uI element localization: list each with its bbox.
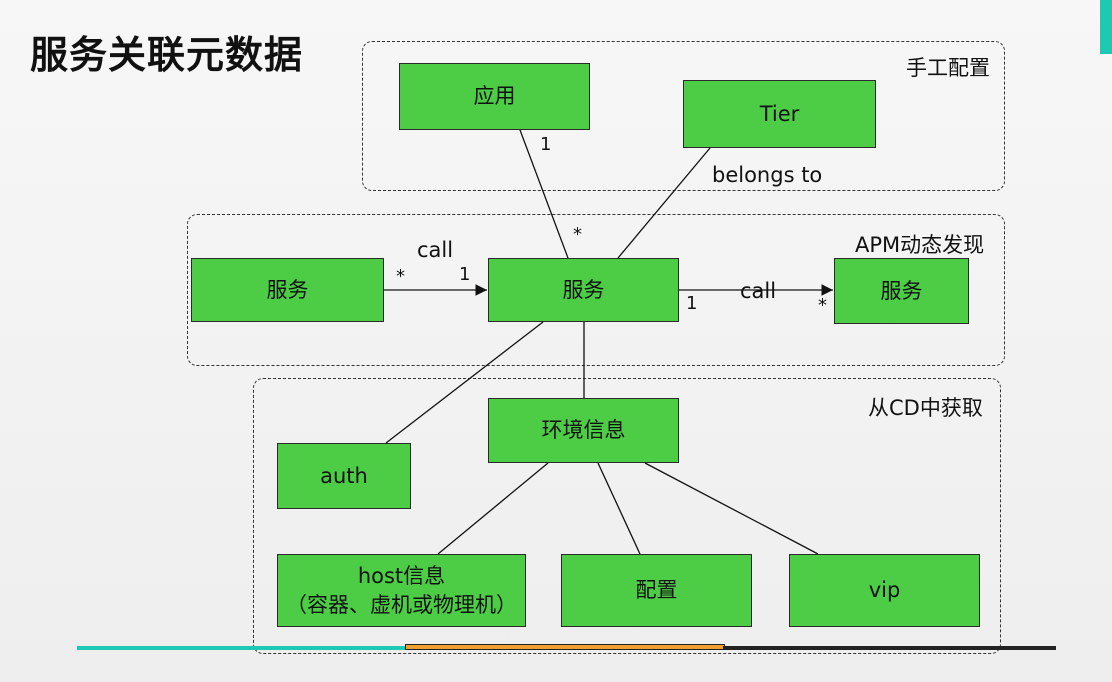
label-call-right: call [740,279,777,303]
node-service-right: 服务 [834,258,969,324]
node-auth: auth [277,443,411,509]
page-title: 服务关联元数据 [30,33,304,77]
node-app: 应用 [399,63,590,130]
node-config: 配置 [561,554,752,627]
corner-accent [1100,0,1112,54]
footer-bar-orange [405,644,725,650]
edge-tier-service [617,147,711,259]
label-belongs-to: belongs to [712,163,823,187]
node-env-info: 环境信息 [488,398,679,463]
edge-service-auth [385,321,544,444]
mult-app-one: 1 [540,134,552,155]
node-vip: vip [789,554,980,627]
footer-bar-cyan [77,646,407,650]
edge-env-vip [644,462,819,555]
region-cd-label: 从CD中获取 [868,396,983,420]
edge-env-config [597,462,641,555]
region-manual-config [362,41,1005,191]
node-host-info: host信息 （容器、虚机或物理机） [277,554,526,627]
mult-right-many: * [818,295,827,316]
mult-left-one: 1 [459,264,471,285]
node-service-center: 服务 [488,258,679,322]
mult-right-one: 1 [686,293,698,314]
region-manual-label: 手工配置 [906,56,990,80]
mult-left-many: * [396,266,405,287]
host-info-line2: （容器、虚机或物理机） [286,592,517,617]
label-call-left: call [417,238,454,262]
node-tier: Tier [683,80,876,148]
footer-bar-dark [723,646,1056,650]
region-apm-discovery [187,214,1005,366]
node-service-left: 服务 [191,258,384,322]
host-info-line1: host信息 [357,564,446,589]
edge-env-host [437,462,549,555]
region-cd [253,378,1001,654]
mult-app-many: * [573,224,582,245]
edge-app-service [519,129,569,259]
region-apm-label: APM动态发现 [855,233,985,257]
